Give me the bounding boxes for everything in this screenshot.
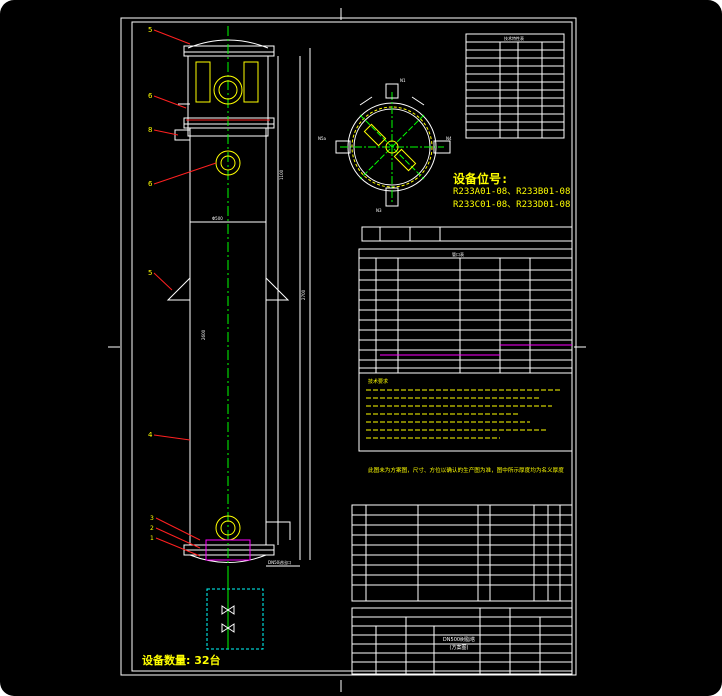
top-nozzle-left [195,61,211,103]
bottom-flange-2 [183,549,275,556]
equipment-tag-block: 设备位号: R233A01-08、R233B01-08 R233C01-08、R… [453,172,571,212]
plan-lug-ne [411,96,425,106]
plan-label-right: N4 [446,136,452,141]
plan-lug-left [335,140,351,154]
bom-table [351,504,573,602]
leader-1 [155,537,201,557]
bom-frame [351,504,573,602]
leader-6 [153,162,217,185]
plan-center [385,140,399,154]
top-nozzle-right [243,61,259,103]
title-drawing-name-wrap: DN500树脂塔 (方案图) [440,636,478,652]
balloon-8: 2 [150,525,154,532]
equipment-tags-line1: R233A01-08、R233B01-08 [453,187,571,197]
leader-4 [153,434,191,441]
top-manhole [213,75,243,105]
plan-view: N1 N5a N4 N3 [318,78,452,213]
plan-label-top: N1 [400,78,406,83]
top-manhole-inner [218,80,238,100]
plan-lug-nw [359,96,373,106]
leader-5 [153,272,173,291]
leader-8 [153,95,187,109]
requirements-title: 技术要求 [368,378,388,385]
plan-lug-bottom [385,187,399,207]
nozzle-header-bar [361,226,573,242]
nozzle-table: 管口表 [358,226,573,374]
nozzle-table-title: 管口表 [452,251,464,257]
balloon-6: 4 [148,431,153,439]
dim-text-shell: 2600 [201,329,206,340]
mid-flange-2 [183,123,275,129]
plan-label-left: N5a [318,136,327,141]
plan-nozzle-b [393,148,417,172]
balloon-5: 5 [148,269,152,277]
tech-requirements: 技术要求 [358,372,573,452]
tech-table-title: 技术特性表 [504,35,524,41]
top-flange [183,45,275,53]
title-drawing-sub: (方案图) [449,645,469,651]
leader-2 [155,527,201,549]
equipment-tags-line2: R233C01-08、R233D01-08 [453,200,571,210]
bottom-note: DN50进出口 [268,559,291,565]
vessel-elevation: 2700 1100 2600 Φ500 DN50进出口 [153,26,311,650]
bottom-flange [183,544,275,551]
support-lug-left [166,276,191,301]
balloon-7: 3 [150,515,154,522]
leader-5-top [153,29,191,45]
plan-cl-d2 [359,114,425,180]
plan-nozzle-a [363,123,387,147]
tech-table-frame [465,33,565,139]
bottom-magenta-box [205,539,251,561]
bottom-manhole-inner [220,520,236,536]
requirements-frame [358,372,573,452]
dim-text-overall: 2700 [301,289,306,300]
balloon-2: 6 [148,92,153,100]
plan-lug-top [385,83,399,99]
dim-diameter-text: Φ500 [212,216,223,221]
equipment-tag-label: 设备位号: [453,172,509,186]
valve-box [206,588,264,650]
title-block [351,607,573,675]
red-note: 此图未为方案图，尺寸、方位以确认的生产图为准，图中所示厚度均为名义厚度 [368,468,564,474]
top-flange-2 [183,51,275,57]
right-nozzle-bottom [266,521,291,540]
balloon-labels: 5 6 8 6 5 4 3 2 1 [148,26,154,542]
valve-1 [221,605,235,615]
nozzle-table-frame [358,248,573,374]
leader-6-top [153,129,179,136]
valve-2 [221,623,235,633]
plan-label-bottom: N3 [376,208,382,213]
dim-text-upper: 1100 [279,169,284,180]
mid-flange [183,117,275,125]
title-block-frame [351,607,573,675]
left-nozzle-upper [174,129,190,141]
drawing-border-outer [120,17,577,676]
plan-lug-right [433,140,451,154]
balloon-4: 6 [148,180,153,188]
balloon-3: 8 [148,126,152,134]
leader-3 [155,517,201,541]
support-lug-right [265,276,290,301]
balloon-9: 1 [150,535,154,542]
tech-data-table: 技术特性表 [465,33,565,139]
title-drawing-name: DN500树脂塔 [442,637,476,643]
middle-manhole-inner [220,155,236,171]
balloon-1: 5 [148,26,152,34]
equipment-quantity: 设备数量: 32台 [142,654,221,667]
